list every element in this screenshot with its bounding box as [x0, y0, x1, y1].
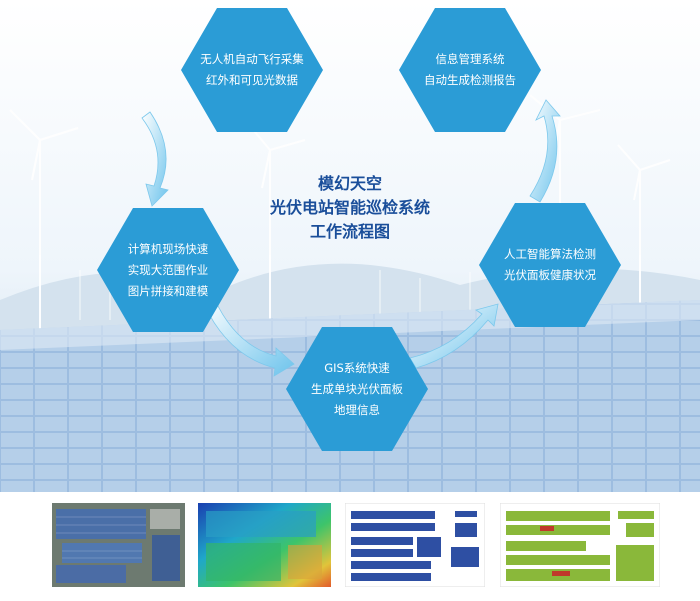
aerial-photo-thumbnail	[52, 503, 185, 587]
panel-map-thumbnail	[345, 503, 485, 587]
step-3-hexagon: GIS系统快速 生成单块光伏面板 地理信息	[286, 327, 428, 451]
arrow-3	[409, 303, 499, 369]
step-2-line1: 计算机现场快速	[127, 241, 209, 256]
step-2-line3: 图片拼接和建模	[127, 283, 209, 298]
infrared-photo-thumbnail	[198, 503, 331, 587]
defect-map-thumbnail	[500, 503, 660, 587]
arrow-1	[141, 111, 169, 207]
step-5-line2: 自动生成检测报告	[424, 73, 516, 87]
step-5-line1: 信息管理系统	[435, 52, 505, 66]
arrow-2	[203, 297, 295, 377]
step-1-line1: 无人机自动飞行采集	[200, 52, 304, 66]
step-4-line1: 人工智能算法检测	[504, 247, 596, 261]
step-5-hexagon: 信息管理系统 自动生成检测报告	[399, 8, 541, 132]
title-line-3: 工作流程图	[309, 222, 390, 241]
step-2-line2: 实现大范围作业	[127, 262, 209, 277]
step-2-hexagon: 计算机现场快速 实现大范围作业 图片拼接和建模	[97, 208, 239, 332]
arrow-4	[529, 99, 561, 203]
step-3-line2: 生成单块光伏面板	[311, 381, 403, 396]
diagram-title: 模幻天空 光伏电站智能巡检系统 工作流程图	[250, 172, 450, 244]
title-line-1: 模幻天空	[317, 174, 382, 193]
step-4-hexagon: 人工智能算法检测 光伏面板健康状况	[479, 203, 621, 327]
title-line-2: 光伏电站智能巡检系统	[269, 198, 430, 217]
step-1-line2: 红外和可见光数据	[206, 73, 298, 87]
step-1-hexagon: 无人机自动飞行采集 红外和可见光数据	[181, 8, 323, 132]
step-3-line1: GIS系统快速	[324, 360, 390, 375]
step-3-line3: 地理信息	[334, 402, 380, 417]
step-4-line2: 光伏面板健康状况	[504, 268, 596, 282]
